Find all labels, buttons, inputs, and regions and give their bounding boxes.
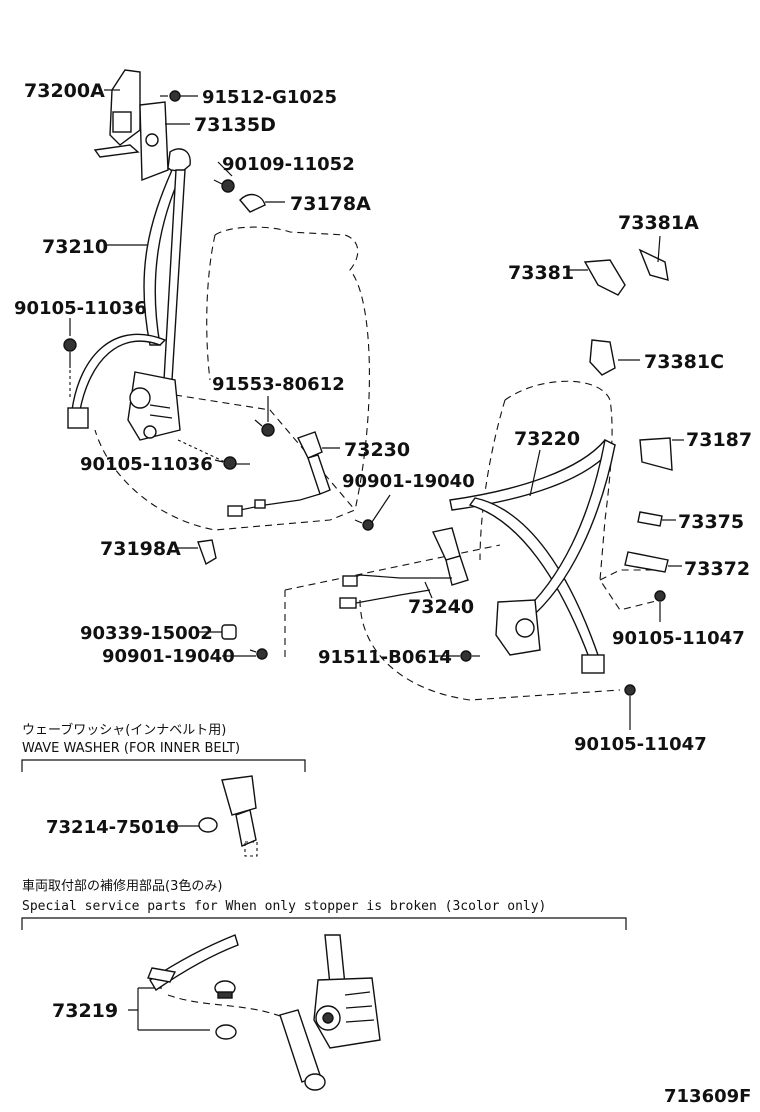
label-73381C: 73381C (644, 351, 724, 373)
label-73240: 73240 (408, 596, 474, 618)
label-90105-11036-lower: 90105-11036 (80, 454, 213, 475)
lower-left-fasteners (221, 624, 268, 660)
wave-washer-note-en: WAVE WASHER (FOR INNER BELT) (22, 741, 240, 756)
label-91553-80612: 91553-80612 (212, 374, 345, 395)
left-seat-outline (94, 226, 370, 531)
label-73220: 73220 (514, 428, 580, 450)
wave-washer-section: ウェーブワッシャ(インナベルト用) WAVE WASHER (FOR INNER… (21, 722, 306, 857)
wave-washer-note-jp: ウェーブワッシャ(インナベルト用) (22, 722, 226, 738)
label-73214-75010: 73214-75010 (46, 817, 179, 838)
label-73219: 73219 (52, 1000, 118, 1022)
left-bolts (63, 90, 275, 470)
clip-73198A (197, 539, 217, 566)
label-91511-B0614: 91511-B0614 (318, 647, 452, 668)
right-small-parts (460, 248, 673, 696)
figure-id: 713609F (664, 1086, 751, 1107)
special-service-section: 車両取付部の補修用部品(3色のみ) Special service parts … (21, 878, 627, 1091)
leader-lines (69, 89, 684, 827)
part-labels: 73200A 91512-G1025 73135D 90109-11052 73… (14, 80, 752, 755)
label-73198A: 73198A (100, 538, 181, 560)
special-note-en: Special service parts for When only stop… (22, 899, 546, 914)
label-73381A: 73381A (618, 212, 699, 234)
right-seat-outline (284, 380, 661, 701)
label-73200A: 73200A (24, 80, 105, 102)
label-90339-15002: 90339-15002 (80, 623, 213, 644)
label-73372: 73372 (684, 558, 750, 580)
label-90901-19040-lower: 90901-19040 (102, 646, 235, 667)
label-73135D: 73135D (194, 114, 276, 136)
label-73178A: 73178A (290, 193, 371, 215)
special-note-jp: 車両取付部の補修用部品(3色のみ) (22, 878, 222, 894)
label-73381: 73381 (508, 262, 574, 284)
label-90105-11047-lower: 90105-11047 (574, 734, 707, 755)
label-90105-11047-upper: 90105-11047 (612, 628, 745, 649)
label-73187: 73187 (686, 429, 752, 451)
label-90109-11052: 90109-11052 (222, 154, 355, 175)
buckle-73240 (339, 527, 469, 609)
buckle-73230 (227, 431, 374, 531)
label-73210: 73210 (42, 236, 108, 258)
label-73230: 73230 (344, 439, 410, 461)
right-belt-assembly (449, 438, 617, 674)
label-73375: 73375 (678, 511, 744, 533)
label-91512-G1025: 91512-G1025 (202, 87, 337, 108)
label-90901-19040-upper: 90901-19040 (342, 471, 475, 492)
left-belt-assembly (67, 69, 191, 441)
label-90105-11036-upper: 90105-11036 (14, 298, 147, 319)
